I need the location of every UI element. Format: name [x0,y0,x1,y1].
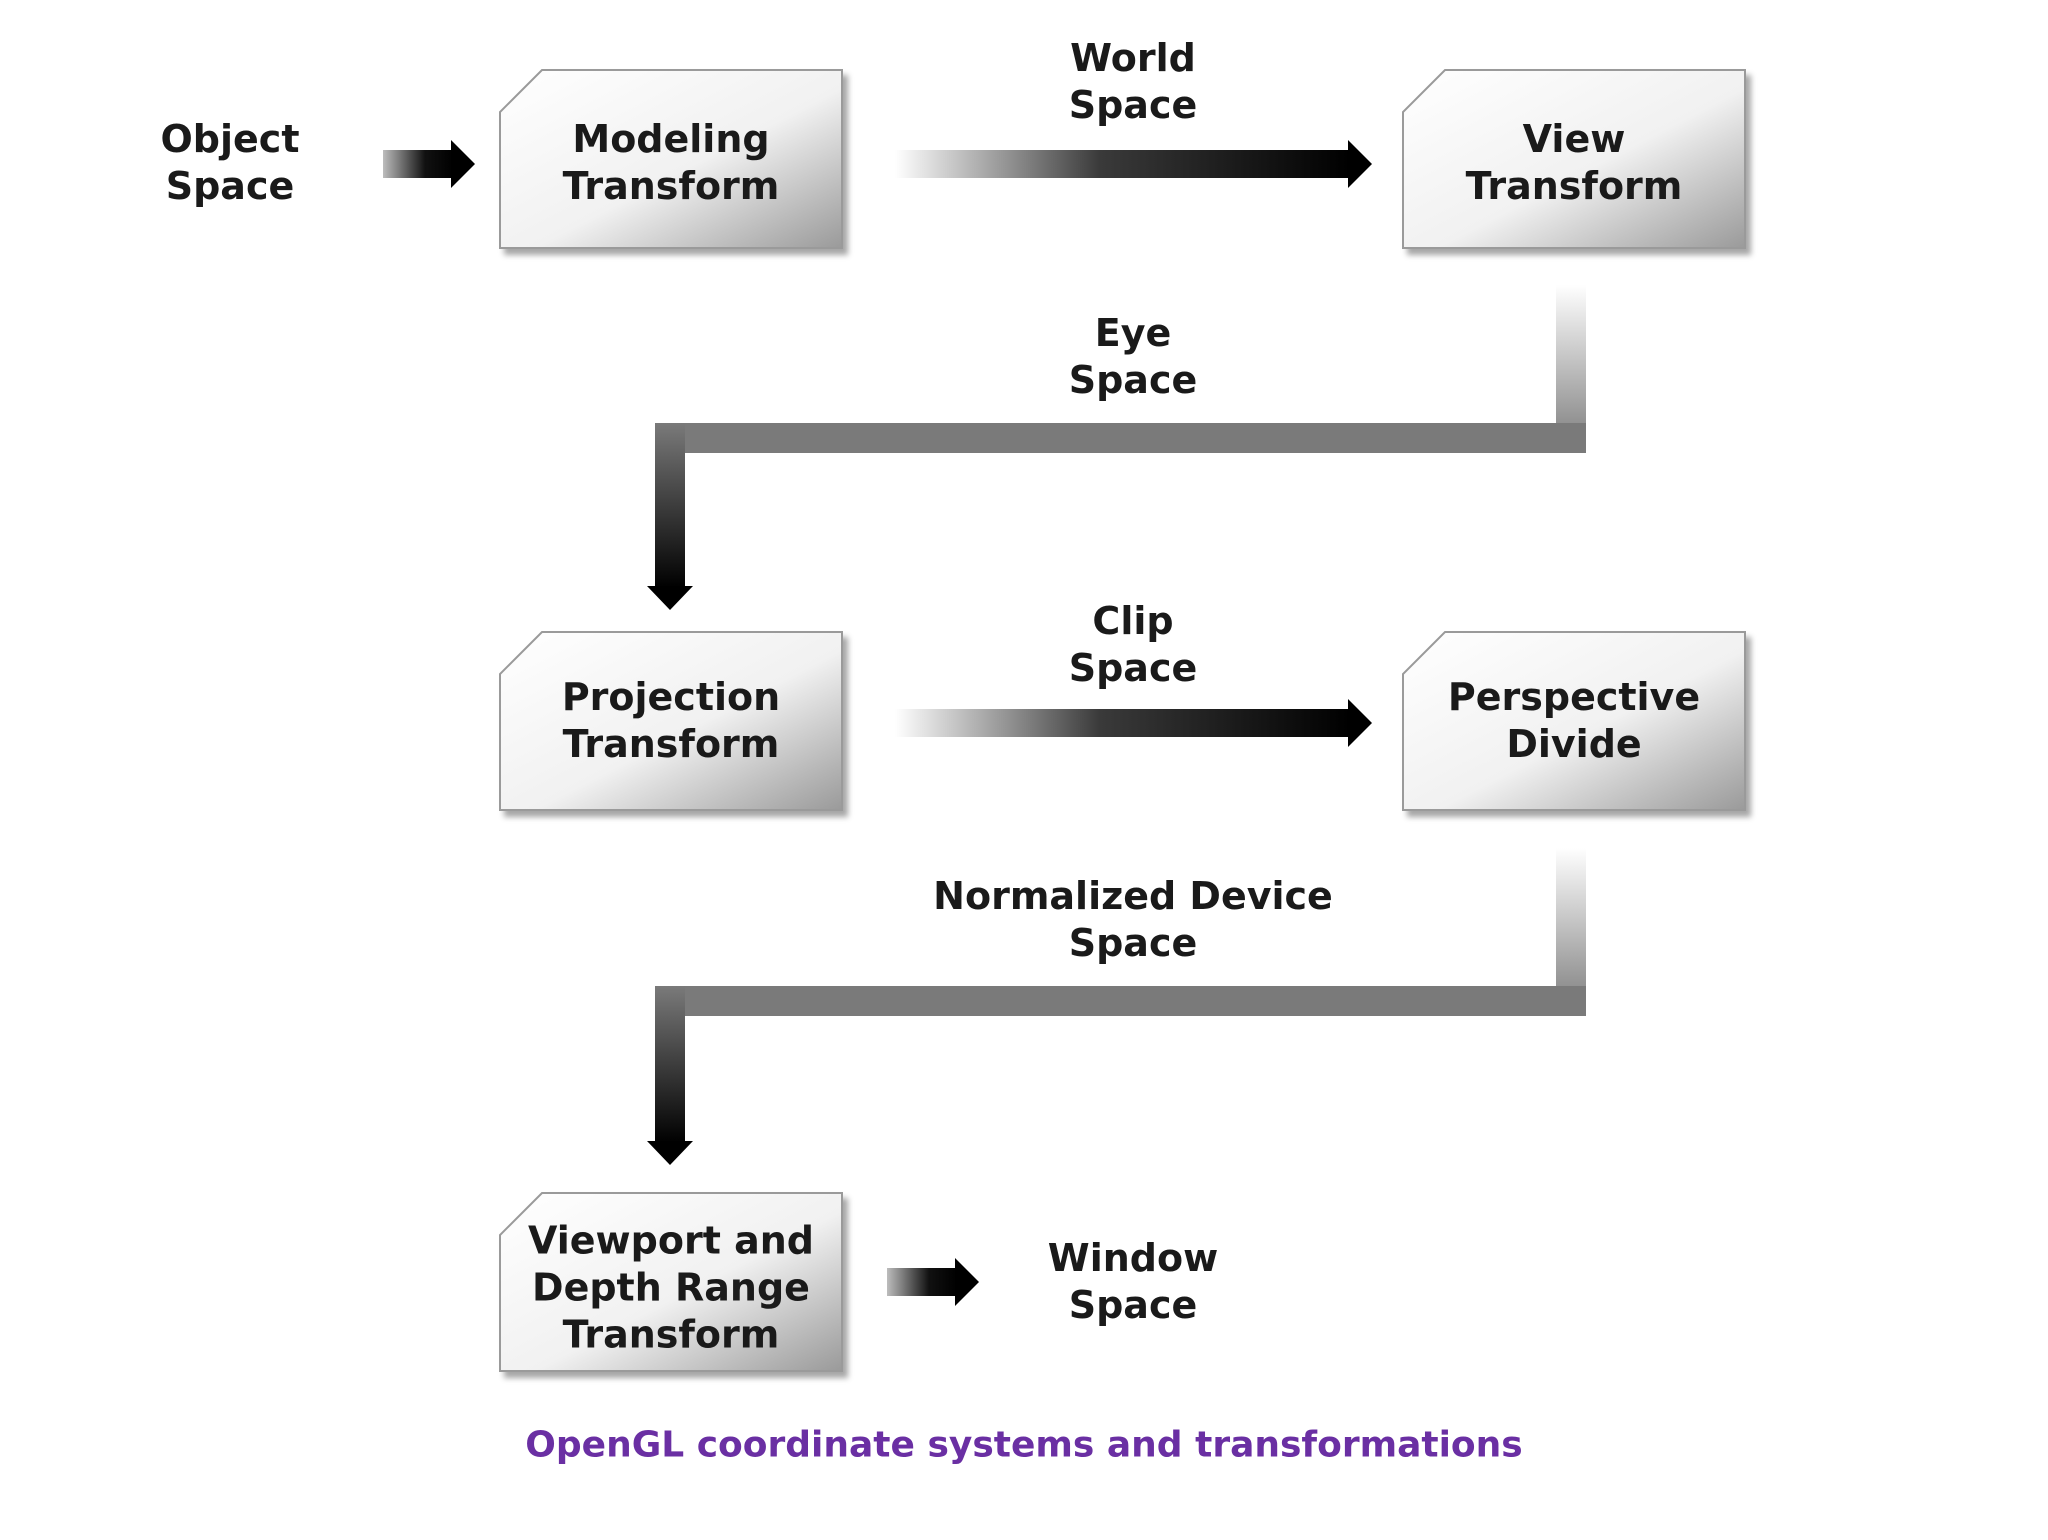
view-transform-label: View Transform [1465,117,1683,208]
view-transform-box [1402,69,1746,249]
perspective-divide-box [1402,631,1746,811]
figure-caption: OpenGL coordinate systems and transforma… [525,1424,1523,1466]
arrow-projection-to-perspective [895,699,1372,747]
viewport-transform-label: Viewport and Depth Range Transform [528,1218,814,1357]
viewport-transform-box [499,1192,843,1372]
modeling-transform-label: Modeling Transform [562,117,780,208]
normalized-device-space-label: Normalized Device Space [933,874,1333,965]
projection-transform-box [499,631,843,811]
perspective-divide-label: Perspective Divide [1447,675,1701,766]
arrow-modeling-to-view [895,140,1372,188]
clip-space-label: Clip Space [1068,599,1198,690]
window-space-label: Window Space [1047,1236,1219,1327]
object-space-label: Object Space [160,117,300,208]
arrow-object-to-modeling [383,140,475,188]
modeling-transform-box [499,69,843,249]
eye-space-label: Eye Space [1068,311,1198,402]
arrow-perspective-to-viewport [647,848,1586,1165]
projection-transform-label: Projection Transform [561,675,781,766]
world-space-label: World Space [1068,36,1198,127]
arrow-viewport-to-window [887,1258,979,1306]
arrow-view-to-projection [647,285,1586,610]
